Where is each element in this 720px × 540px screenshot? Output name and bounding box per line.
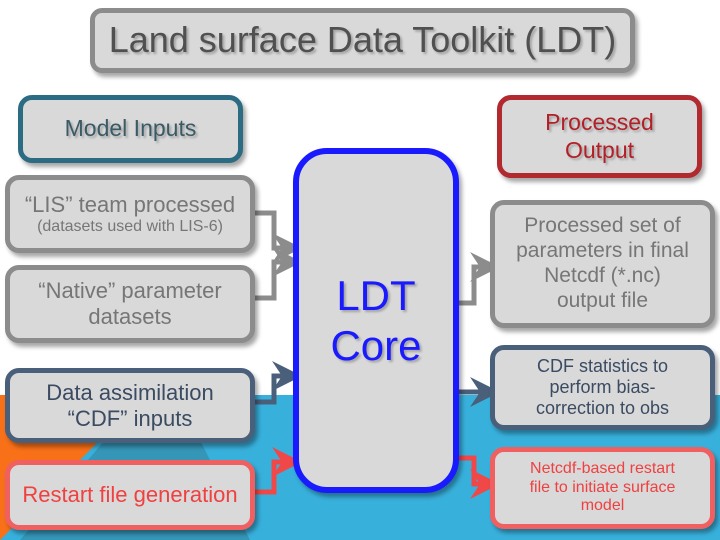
title-box: Land surface Data Toolkit (LDT) [90, 8, 635, 73]
output-cdf-line: perform bias- [549, 376, 656, 397]
output-cdf-stats: CDF statistics to perform bias- correcti… [490, 345, 715, 430]
input-lis-line: “LIS” team processed [24, 191, 236, 217]
processed-output-line: Output [564, 136, 635, 163]
model-inputs-label: Model Inputs [64, 115, 197, 142]
diagram-title: Land surface Data Toolkit (LDT) [108, 19, 617, 61]
input-native-line: “Native” parameter [38, 278, 222, 304]
output-params-line: Processed set of [524, 214, 681, 238]
output-restart-line: Netcdf-based restart [530, 459, 675, 477]
input-restart-line: Restart file generation [22, 482, 238, 508]
processed-output-label: Processed Output [545, 109, 654, 163]
core-line: LDT [336, 271, 416, 319]
output-cdf-line: CDF statistics to [536, 355, 668, 376]
output-netcdf-restart: Netcdf-based restart file to initiate su… [490, 447, 715, 529]
processed-output-header: Processed Output [497, 95, 702, 178]
output-params-line: output file [556, 288, 649, 312]
input-native-params: “Native” parameter datasets [5, 265, 255, 343]
output-restart-line: model [580, 497, 625, 515]
input-da-line: Data assimilation [46, 379, 214, 405]
input-lis-processed: “LIS” team processed (datasets used with… [5, 175, 255, 253]
ldt-core: LDT Core [293, 148, 459, 493]
input-restart-generation: Restart file generation [5, 460, 255, 530]
model-inputs-header: Model Inputs [18, 95, 243, 163]
output-params-line: parameters in final [516, 239, 689, 263]
input-native-line: datasets [88, 304, 172, 329]
input-da-line: “CDF” inputs [67, 405, 193, 431]
input-da-cdf: Data assimilation “CDF” inputs [5, 368, 255, 443]
processed-output-line: Processed [545, 109, 654, 136]
output-processed-params: Processed set of parameters in final Net… [490, 200, 715, 328]
output-restart-line: file to initiate surface [529, 478, 676, 496]
output-cdf-line: correction to obs [535, 398, 670, 419]
core-line: Core [330, 321, 422, 369]
input-lis-subline: (datasets used with LIS-6) [37, 217, 223, 235]
output-params-line: Netcdf (*.nc) [544, 264, 661, 287]
